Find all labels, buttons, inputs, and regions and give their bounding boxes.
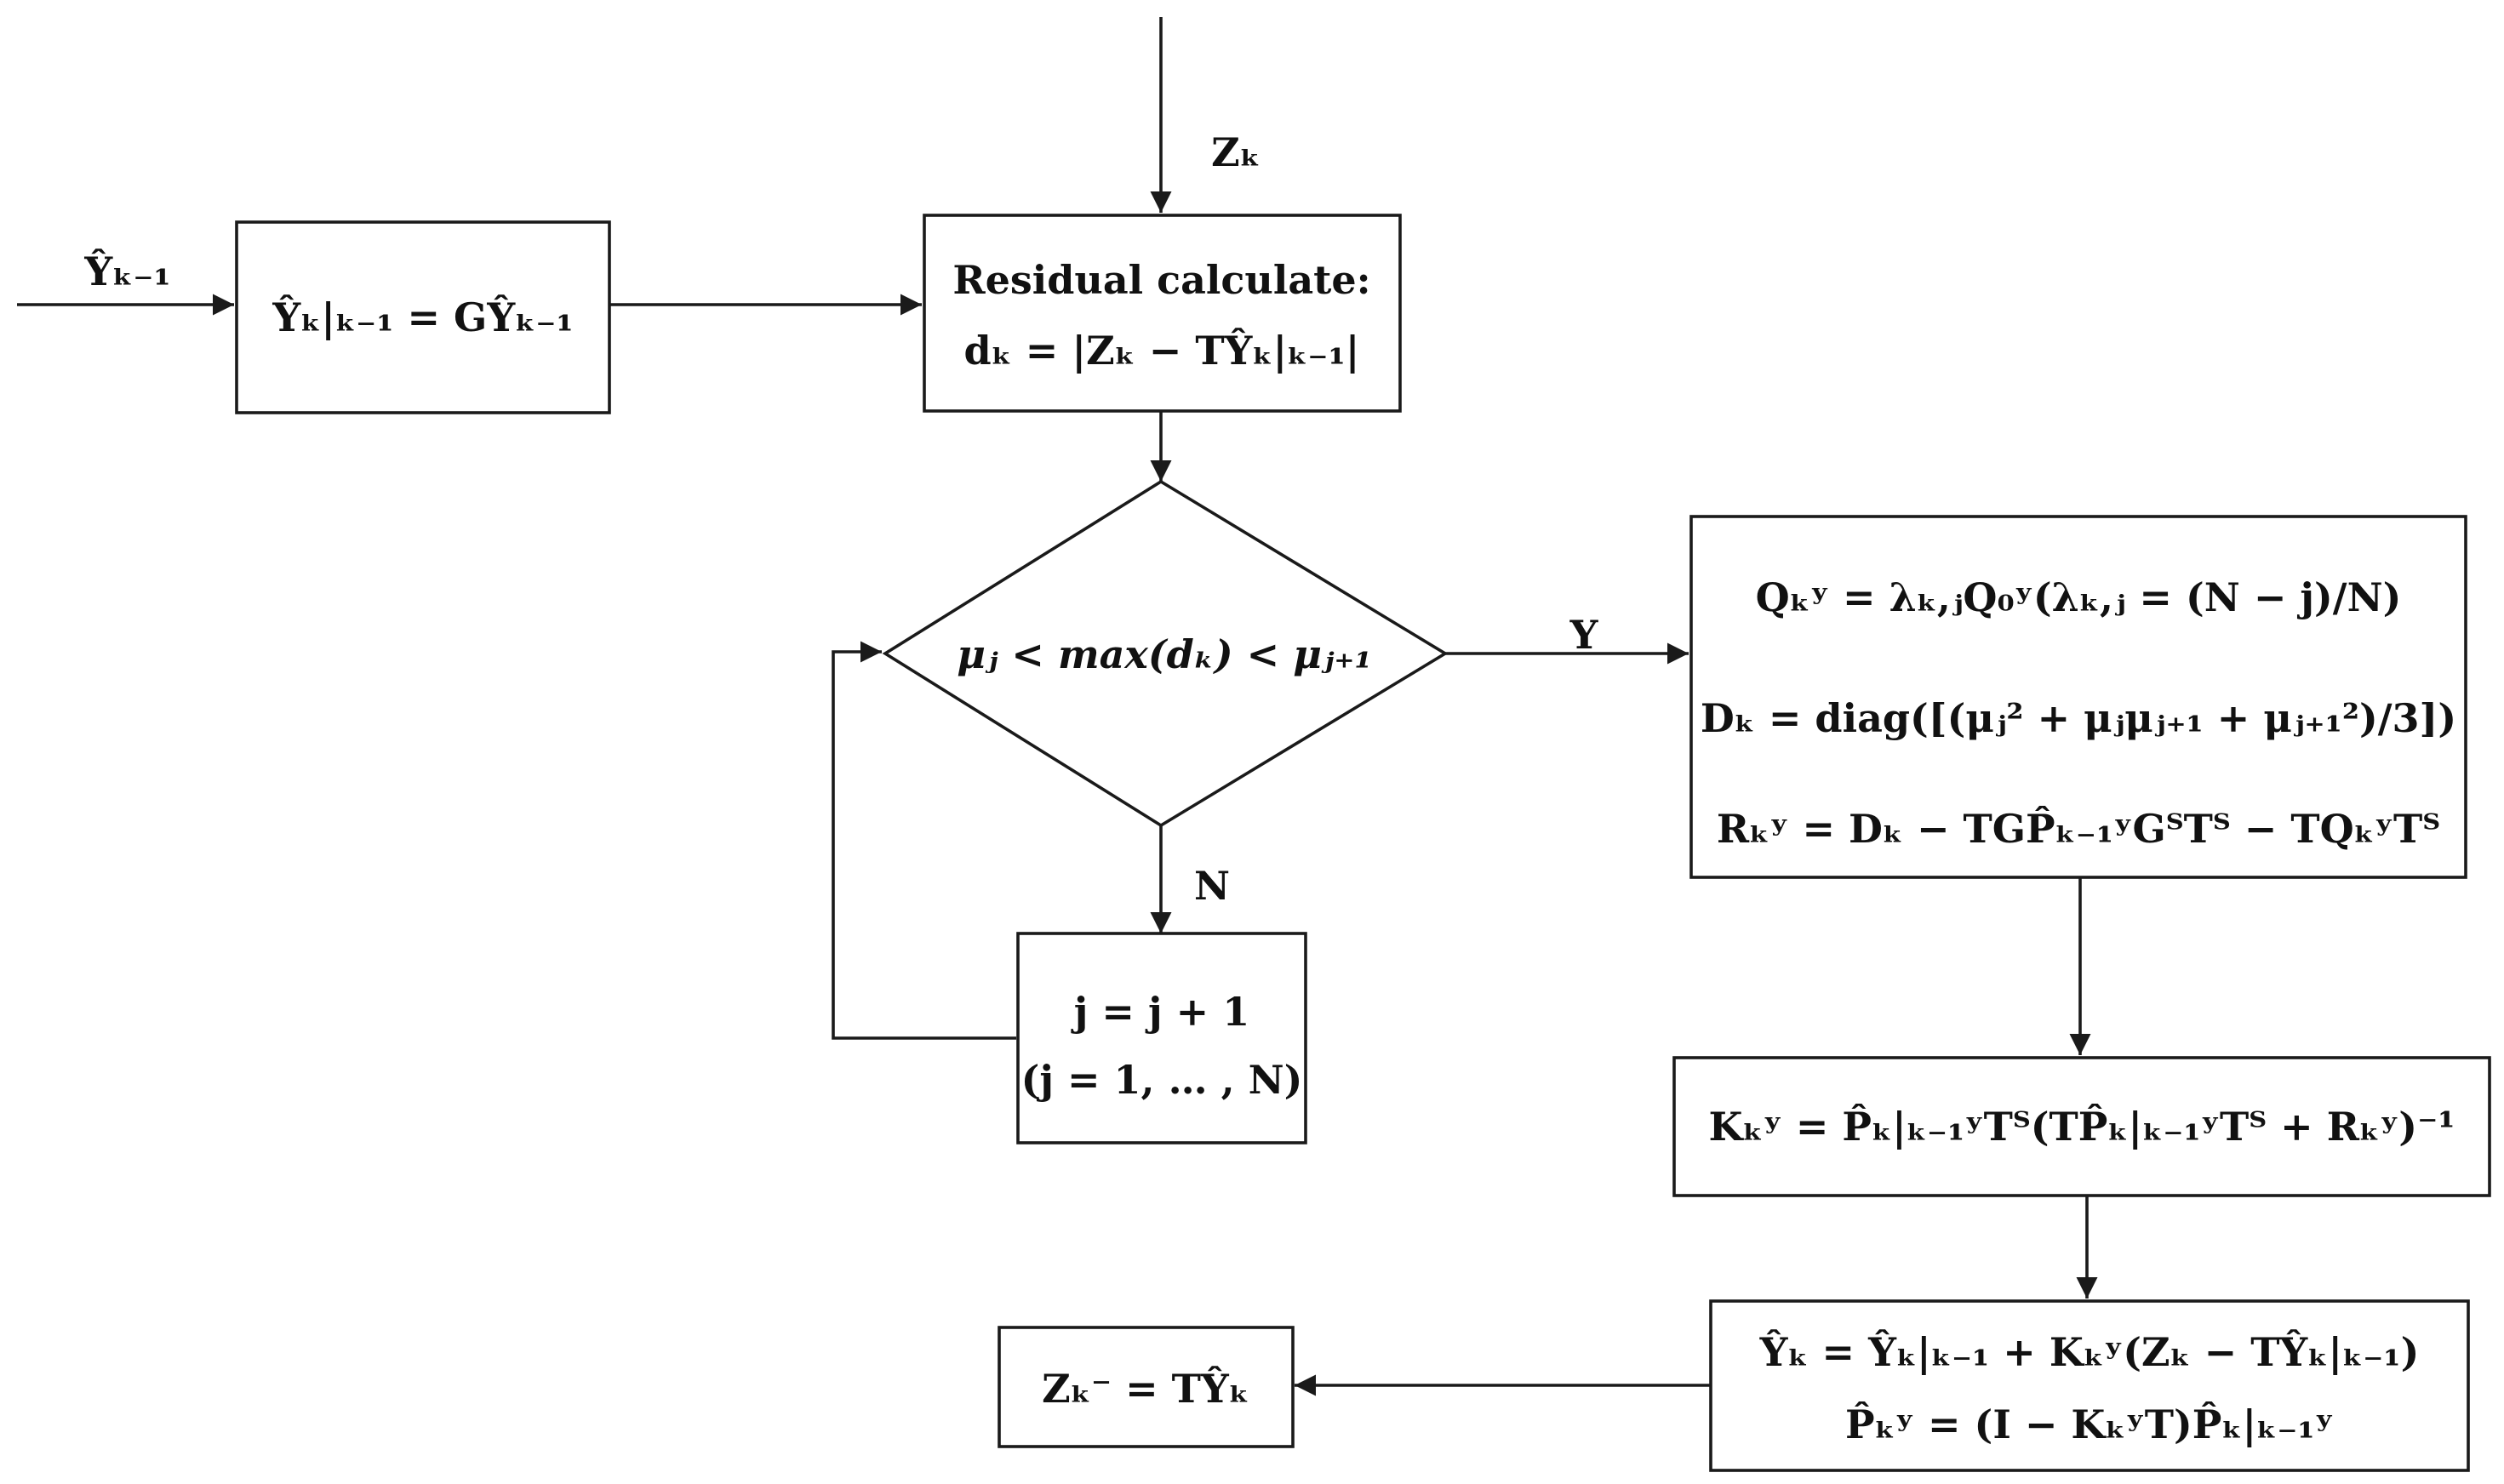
adaptive-line-1: Qₖʸ = λₖ,ⱼQ₀ʸ(λₖ,ⱼ = (N − j)/N) — [1756, 574, 2402, 620]
residual-formula: dₖ = |Zₖ − TŶₖ|ₖ₋₁| — [964, 327, 1360, 374]
residual-title: Residual calculate: — [952, 257, 1370, 303]
residual-box: Residual calculate: dₖ = |Zₖ − TŶₖ|ₖ₋₁| — [923, 214, 1402, 413]
gain-formula: Kₖʸ = P̂ₖ|ₖ₋₁ʸTᵀ(TP̂ₖ|ₖ₋₁ʸTᵀ + Rₖʸ)⁻¹ — [1708, 1104, 2455, 1150]
increment-box: j = j + 1 (j = 1, … , N) — [1016, 932, 1307, 1144]
edge-loop-back — [832, 641, 1016, 1040]
decision-diamond: μⱼ < max(dₖ) < μⱼ₊₁ — [882, 479, 1449, 828]
output-formula: Zₖ⁻ = TŶₖ — [1042, 1365, 1249, 1412]
update-line-2: P̂ₖʸ = (I − KₖʸT)P̂ₖ|ₖ₋₁ʸ — [1845, 1401, 2334, 1447]
gain-box: Kₖʸ = P̂ₖ|ₖ₋₁ʸTᵀ(TP̂ₖ|ₖ₋₁ʸTᵀ + Rₖʸ)⁻¹ — [1672, 1056, 2491, 1197]
increment-line-2: (j = 1, … , N) — [1021, 1057, 1303, 1103]
output-box: Zₖ⁻ = TŶₖ — [998, 1326, 1295, 1448]
no-label: N — [1194, 863, 1230, 909]
update-line-1: Ŷₖ = Ŷₖ|ₖ₋₁ + Kₖʸ(Zₖ − TŶₖ|ₖ₋₁) — [1759, 1328, 2420, 1375]
predict-formula: Ŷₖ|ₖ₋₁ = GŶₖ₋₁ — [272, 294, 573, 340]
decision-condition: μⱼ < max(dₖ) < μⱼ₊₁ — [957, 631, 1371, 677]
adaptive-line-3: Rₖʸ = Dₖ − TGP̂ₖ₋₁ʸGᵀTᵀ − TQₖʸTᵀ — [1717, 806, 2440, 852]
update-box: Ŷₖ = Ŷₖ|ₖ₋₁ + Kₖʸ(Zₖ − TŶₖ|ₖ₋₁) P̂ₖʸ = (… — [1709, 1299, 2470, 1472]
adaptive-noise-box: Qₖʸ = λₖ,ⱼQ₀ʸ(λₖ,ⱼ = (N − j)/N) Dₖ = dia… — [1689, 515, 2467, 879]
yes-label: Y — [1569, 612, 1599, 658]
predict-box: Ŷₖ|ₖ₋₁ = GŶₖ₋₁ — [235, 220, 611, 414]
measurement-label: Zₖ — [1211, 129, 1261, 175]
increment-line-1: j = j + 1 — [1071, 989, 1249, 1035]
input-label: Ŷₖ₋₁ — [83, 248, 170, 294]
adaptive-line-2: Dₖ = diag([(μⱼ² + μⱼμⱼ₊₁ + μⱼ₊₁²)/3]) — [1701, 695, 2456, 741]
